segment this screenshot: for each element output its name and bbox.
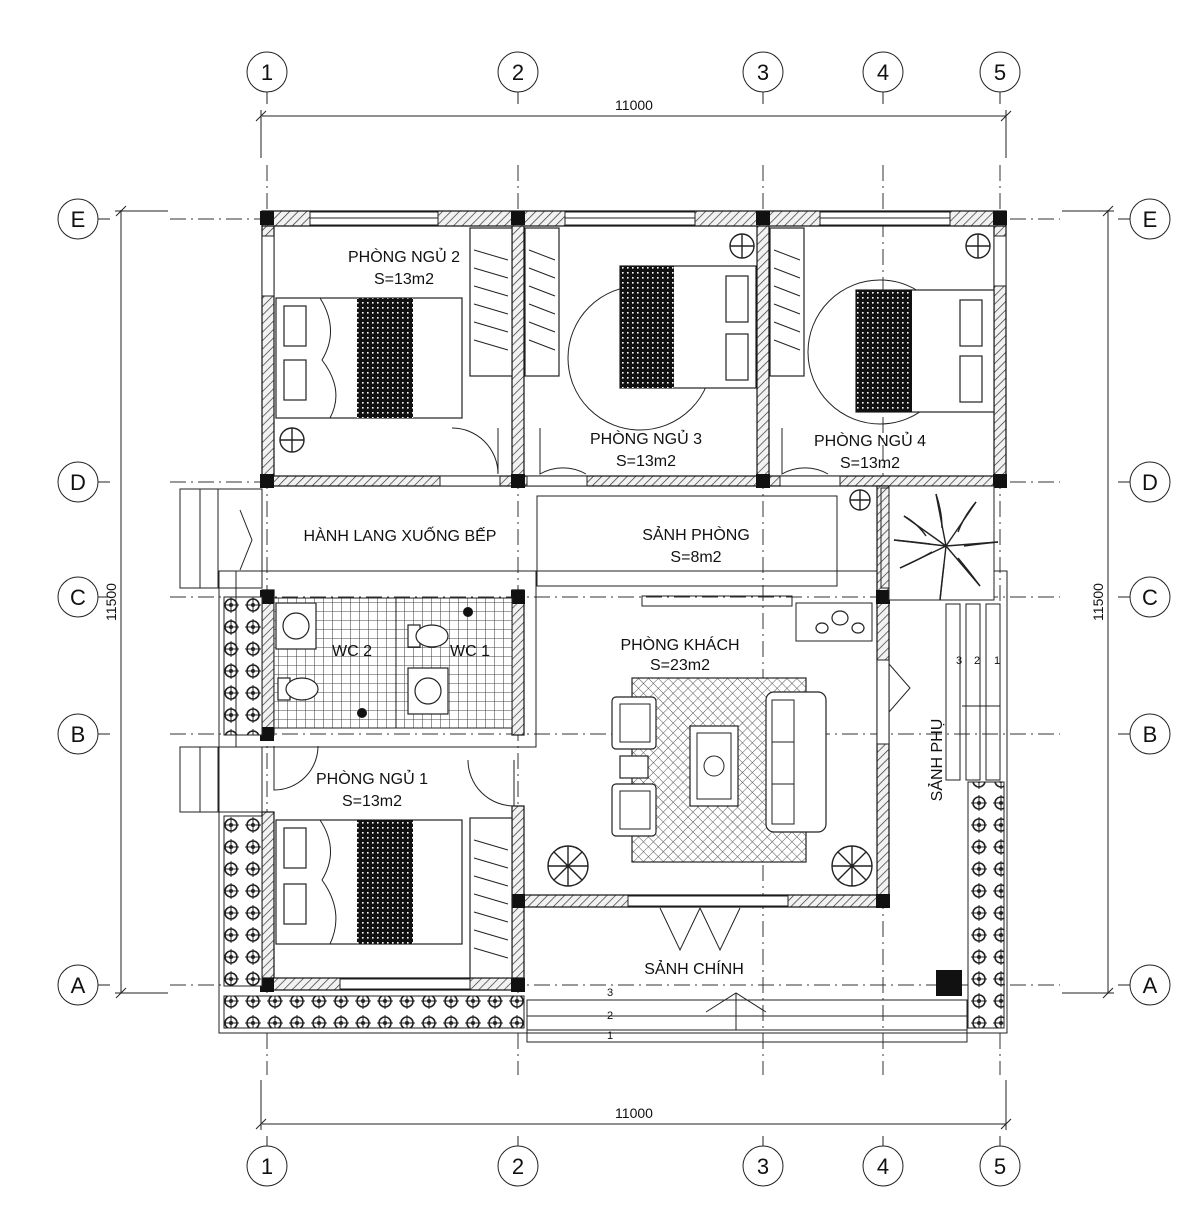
axis-label-left-a: A (71, 973, 86, 998)
room-name-bed1: PHÒNG NGỦ 1 (316, 769, 428, 788)
bed-icon (275, 297, 463, 419)
axis-label-left-e: E (71, 207, 86, 232)
room-area-living: S=23m2 (650, 657, 710, 674)
room-name-bed2: PHÒNG NGỦ 2 (348, 247, 460, 266)
axis-label-left-b: B (71, 722, 86, 747)
site-outline (218, 570, 1008, 1043)
sofa-icon (765, 691, 827, 833)
room-name-corridor: HÀNH LANG XUỐNG BẾP (304, 525, 497, 545)
wardrobes (469, 227, 805, 979)
main-entrance-stairs: 3 2 1 (607, 987, 767, 1042)
room-name-wc2: WC 2 (332, 643, 372, 660)
axis-label-right-e: E (1143, 207, 1158, 232)
side-step-label-2: 2 (974, 655, 980, 667)
axis-label-top-1: 1 (261, 60, 273, 85)
axis-label-left-c: C (70, 585, 86, 610)
axis-label-right-d: D (1142, 470, 1158, 495)
axis-label-right-c: C (1142, 585, 1158, 610)
axis-markers-bottom: 1 2 3 4 5 (246, 1136, 1021, 1187)
dimension-top: 11000 (255, 97, 1012, 158)
bed-icon (807, 279, 995, 425)
axis-markers-right: E D C B A (1118, 198, 1171, 1006)
dimension-bottom-total: 11000 (615, 1105, 653, 1121)
room-area-bed1: S=13m2 (342, 793, 402, 810)
hall-outlines (235, 495, 873, 748)
dimension-top-total: 11000 (615, 97, 653, 113)
axis-label-bottom-3: 3 (757, 1154, 769, 1179)
room-area-bed3: S=13m2 (616, 453, 676, 470)
main-step-label-3: 3 (607, 987, 613, 999)
axis-label-right-a: A (1143, 973, 1158, 998)
side-step-label-3: 3 (956, 655, 962, 667)
armchair-icon (611, 696, 657, 750)
room-area-bed2: S=13m2 (374, 271, 434, 288)
bed-icon (275, 819, 463, 945)
axis-label-left-d: D (70, 470, 86, 495)
dimension-left-total: 11500 (103, 583, 119, 621)
sink-icon (275, 602, 317, 650)
dimension-bottom: 11000 (255, 1080, 1012, 1130)
axis-label-top-3: 3 (757, 60, 769, 85)
room-name-side-lobby: SẢNH PHỤ (927, 719, 946, 802)
room-name-main-lobby: SẢNH CHÍNH (644, 959, 744, 978)
toilet-icon (407, 624, 449, 648)
room-name-bed4: PHÒNG NGỦ 4 (814, 431, 926, 450)
axis-markers-top: 1 2 3 4 5 (246, 51, 1021, 104)
room-labels: PHÒNG NGỦ 2 S=13m2 PHÒNG NGỦ 3 S=13m2 PH… (304, 247, 946, 978)
room-area-bed4: S=13m2 (840, 455, 900, 472)
axis-label-bottom-5: 5 (994, 1154, 1006, 1179)
main-step-label-1: 1 (607, 1030, 613, 1042)
axis-label-bottom-1: 1 (261, 1154, 273, 1179)
axis-label-top-4: 4 (877, 60, 889, 85)
side-lobby-stairs: 3 2 1 (945, 603, 1001, 781)
floor-drain-icon (463, 607, 473, 617)
room-name-hall: SẢNH PHÒNG (642, 525, 750, 544)
room-name-living: PHÒNG KHÁCH (620, 635, 739, 654)
doors (239, 427, 911, 952)
sink-icon (407, 667, 449, 715)
axis-label-bottom-2: 2 (512, 1154, 524, 1179)
axis-label-top-5: 5 (994, 60, 1006, 85)
armchair-icon (611, 783, 657, 837)
side-steps-left (179, 488, 263, 813)
axis-markers-left: E D C B A (57, 198, 110, 1006)
side-table-icon (619, 755, 649, 779)
side-step-label-1: 1 (994, 655, 1000, 667)
room-name-bed3: PHÒNG NGỦ 3 (590, 429, 702, 448)
potted-plant-icon (547, 845, 873, 887)
dimension-right-total: 11500 (1090, 583, 1106, 621)
axis-label-top-2: 2 (512, 60, 524, 85)
floor-drain-icon (357, 708, 367, 718)
dimension-right: 11500 (1062, 205, 1114, 999)
main-step-label-2: 2 (607, 1010, 613, 1022)
axis-label-right-b: B (1143, 722, 1158, 747)
room-area-hall: S=8m2 (670, 549, 721, 566)
dimension-left: 11500 (103, 205, 168, 999)
toilet-icon (277, 677, 319, 701)
bed-icon (567, 265, 757, 431)
columns (260, 211, 1007, 996)
palm-plant-icon (893, 493, 999, 601)
axis-label-bottom-4: 4 (877, 1154, 889, 1179)
room-name-wc1: WC 1 (450, 643, 490, 660)
potted-plant-icon (279, 233, 991, 511)
